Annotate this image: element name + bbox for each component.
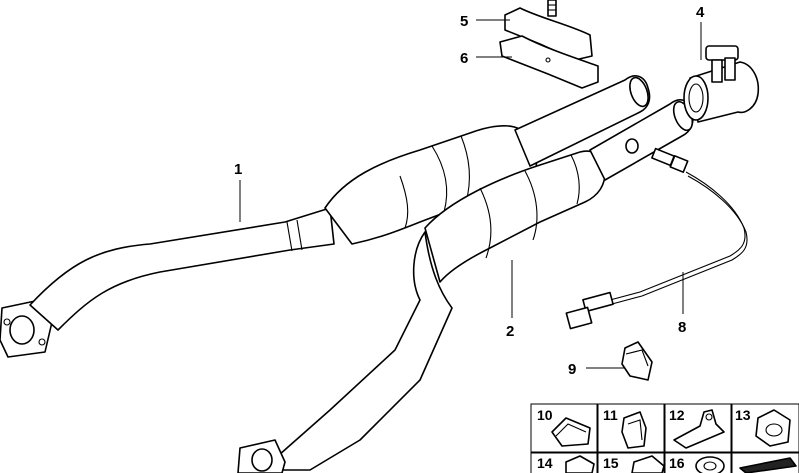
part-13-clamp-strap: [755, 409, 791, 447]
callout-9: 9: [568, 361, 624, 378]
part-2-rear-pipe-with-catalyst: [237, 99, 694, 473]
part-8-oxygen-sensor: [565, 147, 748, 330]
part-6-heat-shield-lower: [499, 35, 599, 89]
callout-4: 4: [696, 4, 705, 60]
callout-1: 1: [234, 161, 242, 222]
part-4-pipe-clamp: [683, 45, 760, 123]
callout-label-2: 2: [506, 323, 514, 340]
grid-label-10: 10: [537, 407, 553, 423]
callout-label-9: 9: [568, 361, 576, 378]
part-14-bracket: [565, 455, 595, 473]
callout-label-5: 5: [460, 13, 468, 30]
callout-2: 2: [506, 260, 514, 340]
callout-6: 6: [460, 50, 512, 67]
grid-label-13: 13: [735, 407, 751, 423]
grid-label-11: 11: [603, 407, 618, 423]
grid-label-14: 14: [537, 455, 553, 471]
part-1-front-pipe-with-catalyst: [0, 75, 651, 358]
part-11-clip: [621, 411, 647, 449]
grid-label-15: 15: [603, 455, 619, 471]
grid-label-16: 16: [669, 455, 685, 471]
grid-label-12: 12: [669, 407, 685, 423]
callout-label-1: 1: [234, 161, 242, 178]
part-10-bracket: [551, 417, 591, 447]
callout-label-6: 6: [460, 50, 468, 67]
small-parts-grid: 10 11 12 13 14 15 16: [530, 403, 799, 473]
callout-label-4: 4: [696, 4, 705, 21]
callout-8: 8: [678, 272, 686, 336]
callout-label-8: 8: [678, 319, 686, 336]
extra-part-strip: [739, 457, 797, 473]
part-9-clip: [621, 341, 653, 381]
part-16-rubber-mount: [695, 456, 725, 473]
part-15-clip: [631, 455, 665, 473]
callout-5: 5: [460, 13, 510, 30]
